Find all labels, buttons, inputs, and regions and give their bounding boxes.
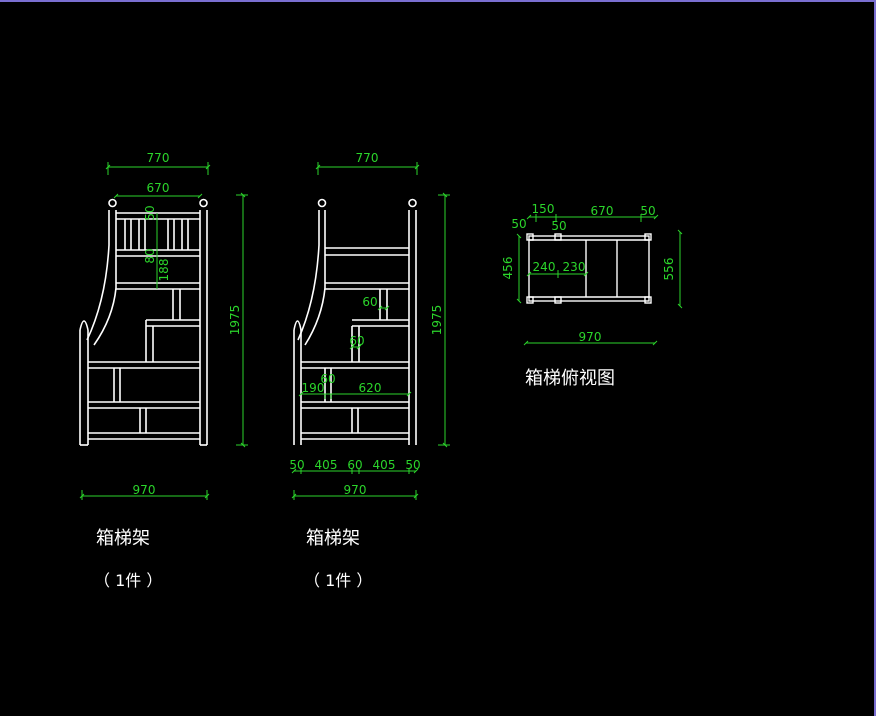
plan-title: 箱梯俯视图: [525, 368, 615, 389]
plan-dim-970: 970: [579, 330, 602, 344]
view2-dim-step-60b: 60: [349, 334, 364, 348]
view1-dimensions: [79, 162, 248, 500]
view2-dim-step-60c: 60: [320, 372, 335, 386]
view2-dim-height: 1975: [430, 305, 444, 336]
view1-front-elevation: [79, 198, 208, 446]
plan-dim-150: 150: [532, 202, 555, 216]
view2-dim-seg-620: 620: [359, 381, 382, 395]
view2-side-elevation: [293, 198, 417, 445]
view1-title: 箱梯架: [96, 528, 150, 549]
view2-dim-seg-190: 190: [302, 381, 325, 395]
view2-chain-4: 50: [405, 458, 420, 472]
plan-dim-50a: 50: [511, 217, 526, 231]
view1-dim-rail-50: 50: [143, 205, 157, 220]
view2-dim-step-60a: 60: [362, 295, 377, 309]
view2-dimension-texts: 770 1975 60 60 60 190 620 50 405 60 405 …: [289, 151, 444, 497]
plan-dim-456: 456: [501, 257, 515, 280]
view2-dimensions: [291, 162, 450, 500]
view2-chain-0: 50: [289, 458, 304, 472]
view2-dim-top-width: 770: [356, 151, 379, 165]
view2-dim-bottom-width: 970: [344, 483, 367, 497]
view2-chain-2: 60: [347, 458, 362, 472]
window-frame-right: [874, 0, 876, 716]
view1-quantity: （ 1件 ）: [94, 571, 162, 590]
view1-dimension-texts: 770 670 50 80 188 1975 970: [133, 151, 242, 497]
window-frame-top: [0, 0, 876, 2]
plan-dim-230: 230: [563, 260, 586, 274]
view1-dim-rail-188: 188: [157, 259, 171, 282]
plan-dim-50c: 50: [640, 204, 655, 218]
view1-dim-height: 1975: [228, 305, 242, 336]
view1-dim-rail-80: 80: [143, 248, 157, 263]
plan-dim-556: 556: [662, 258, 676, 281]
view2-title: 箱梯架: [306, 528, 360, 549]
view1-dim-bottom-width: 970: [133, 483, 156, 497]
plan-dim-50b: 50: [551, 219, 566, 233]
view1-dim-top-width: 770: [147, 151, 170, 165]
plan-dimensions: [516, 214, 683, 346]
plan-dim-670: 670: [591, 204, 614, 218]
plan-dimension-texts: 50 150 50 670 50 456 240 230 556 970: [501, 202, 676, 344]
view2-chain-1: 405: [315, 458, 338, 472]
plan-view: [526, 233, 652, 304]
view2-quantity: （ 1件 ）: [304, 571, 372, 590]
view2-chain-3: 405: [373, 458, 396, 472]
plan-dim-240: 240: [533, 260, 556, 274]
view1-dim-inner-width: 670: [147, 181, 170, 195]
